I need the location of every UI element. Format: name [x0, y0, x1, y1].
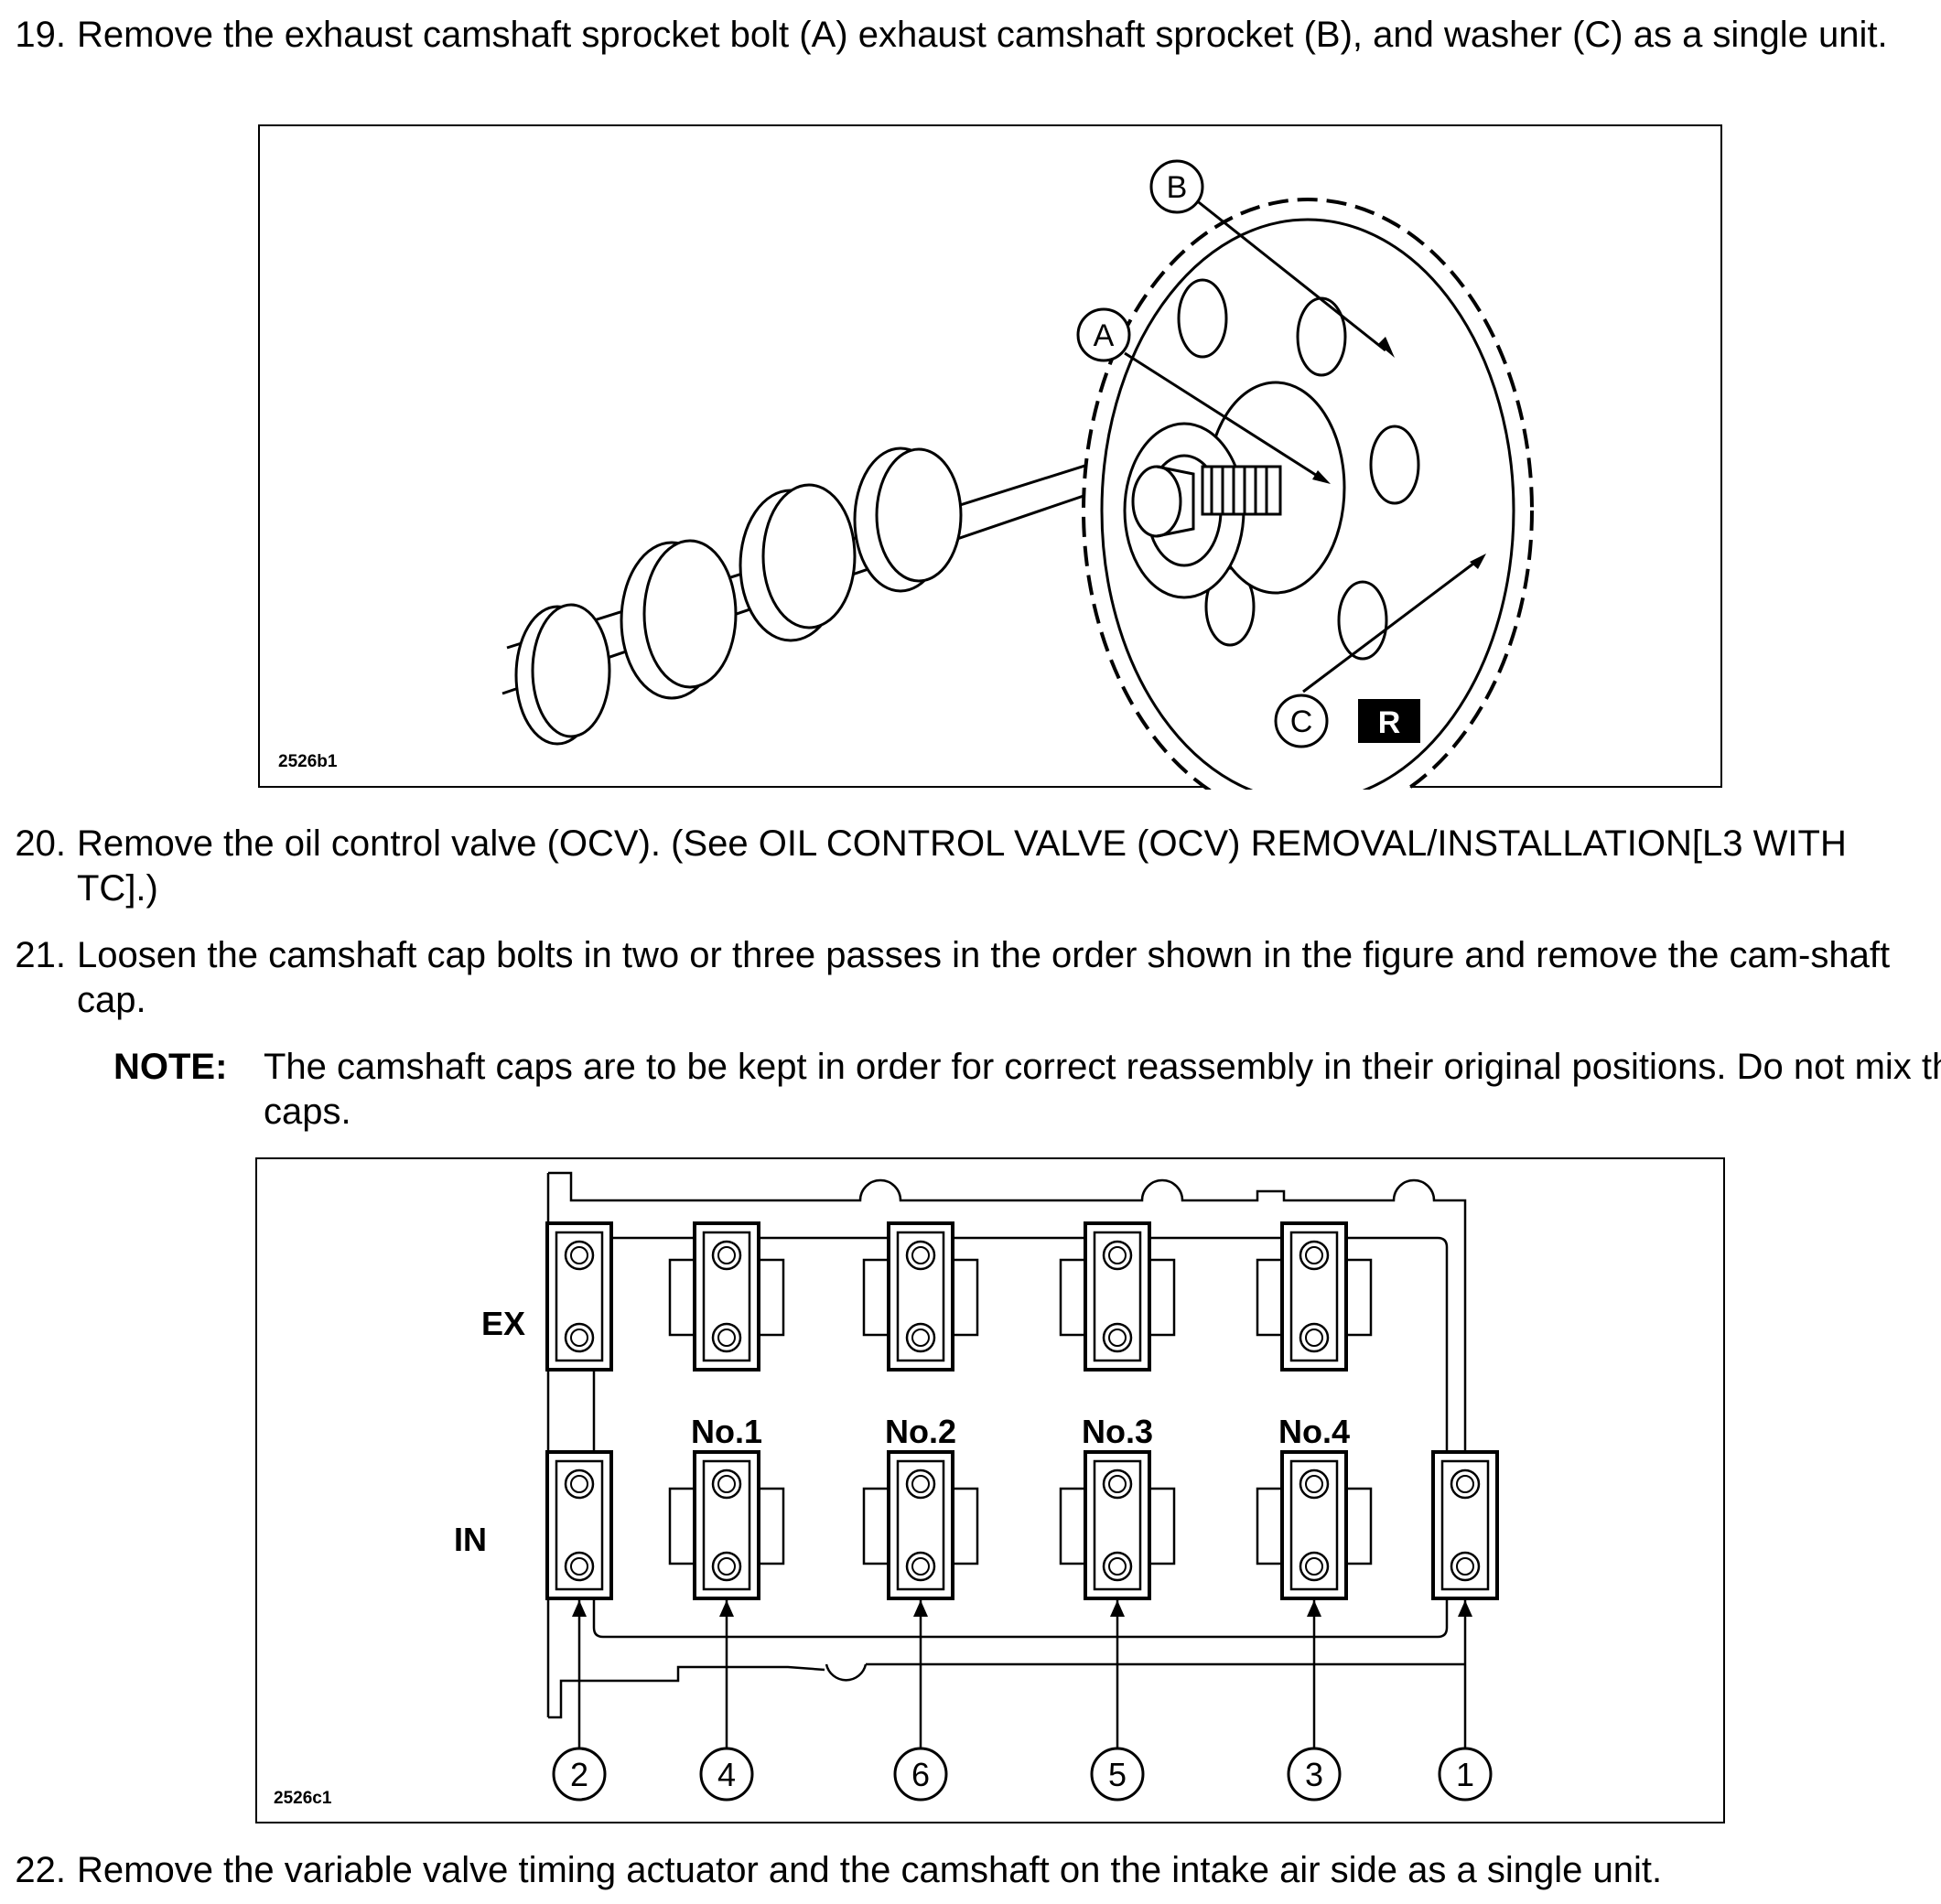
cap-bolt: [1102, 1551, 1133, 1582]
step-text: Remove the exhaust camshaft sprocket bol…: [77, 15, 1888, 55]
order-number-circle: [1090, 1747, 1145, 1802]
cap-bolt: [1299, 1551, 1330, 1582]
cap-bolt: [1299, 1468, 1330, 1500]
step-number: 20.: [15, 823, 66, 864]
callout-b: B: [1149, 159, 1204, 214]
cap-bolt: [1102, 1240, 1133, 1271]
cap-layout-diagram: 2 4 6 5 3 1 EX IN No.1 No.2 No.3 No.4: [454, 1171, 1499, 1802]
order-number-circle: [893, 1747, 948, 1802]
cap-bolt: [711, 1468, 742, 1500]
in-row-label: IN: [454, 1521, 487, 1558]
order-number: 2: [570, 1756, 588, 1793]
step-number: 21.: [15, 935, 66, 975]
ex-cap: [862, 1221, 979, 1372]
order-arrow-head: [913, 1600, 928, 1617]
order-arrow-head: [572, 1600, 587, 1617]
ex-cap: [545, 1221, 613, 1372]
order-number: 3: [1305, 1756, 1323, 1793]
in-cap: [1256, 1450, 1373, 1600]
order-number: 4: [717, 1756, 736, 1793]
cap-bolt: [1450, 1551, 1481, 1582]
leader-line-b: [1194, 198, 1386, 352]
in-cap: [862, 1450, 979, 1600]
step-text: Remove the variable valve timing actuato…: [77, 1850, 1663, 1890]
ex-cap: [1256, 1221, 1373, 1372]
cap-bolt: [711, 1322, 742, 1353]
journal-label-no2: No.2: [885, 1413, 956, 1450]
sprocket-hole: [1337, 580, 1388, 661]
cap-bolt: [564, 1322, 595, 1353]
arrow-head-b: [1378, 337, 1395, 358]
ex-cap: [668, 1221, 785, 1372]
bolt-head: [1131, 465, 1182, 538]
journal-label-no4: No.4: [1278, 1413, 1350, 1450]
step-number: 22.: [15, 1850, 66, 1890]
ex-cap: [1059, 1221, 1176, 1372]
cap-bolt: [905, 1551, 936, 1582]
cap-bolt: [1450, 1468, 1481, 1500]
cap-bolt: [905, 1322, 936, 1353]
sprocket-illustration: B A C R: [501, 159, 1534, 790]
note-label: NOTE:: [113, 1047, 228, 1087]
svg-text:B: B: [1167, 170, 1188, 205]
in-cap-row: [545, 1450, 1499, 1600]
callout-a: A: [1076, 307, 1131, 362]
cylinder-head-outline: [548, 1171, 1467, 1489]
step-text: Loosen the camshaft cap bolts in two or …: [77, 935, 1891, 1020]
svg-text:A: A: [1094, 318, 1115, 353]
order-number: 6: [911, 1756, 930, 1793]
ex-row-label: EX: [481, 1305, 525, 1342]
in-cap: [545, 1450, 613, 1600]
figure-code: 2526c1: [274, 1789, 332, 1808]
order-number-circle: [699, 1747, 754, 1802]
cap-bolt: [564, 1240, 595, 1271]
order-number: 1: [1456, 1756, 1474, 1793]
loosening-order-marks: 2 4 6 5 3 1: [552, 1598, 1493, 1802]
cap-bolt: [1102, 1322, 1133, 1353]
journal-label-no1: No.1: [691, 1413, 762, 1450]
arrow-head-c: [1470, 554, 1486, 569]
cap-loosening-order-figure: 2 4 6 5 3 1 EX IN No.1 No.2 No.3 No.4 2526c1: [255, 1157, 1725, 1823]
arrow-head-a: [1312, 470, 1331, 484]
sprocket-removal-figure: B A C R 2526b1: [258, 124, 1722, 790]
bolt-thread: [1201, 465, 1282, 516]
figure-code: 2526b1: [278, 752, 338, 771]
cap-bolt: [1102, 1468, 1133, 1500]
order-number-circle: [552, 1747, 607, 1802]
ex-cap-row: [545, 1221, 1373, 1372]
step-text: Remove the oil control valve (OCV). (See…: [77, 823, 1847, 909]
leader-line-a: [1124, 351, 1322, 480]
order-number: 5: [1108, 1756, 1127, 1793]
cap-bolt: [1299, 1322, 1330, 1353]
cap-bolt: [564, 1468, 595, 1500]
cap-bolt: [1299, 1240, 1330, 1271]
cap-bolt: [711, 1551, 742, 1582]
svg-text:R: R: [1378, 705, 1401, 740]
order-arrow-head: [1458, 1600, 1472, 1617]
callout-c: C: [1274, 694, 1329, 748]
leader-line-c: [1302, 559, 1478, 694]
order-arrow-head: [719, 1600, 734, 1617]
in-cap: [1059, 1450, 1176, 1600]
step-number: 19.: [15, 15, 66, 55]
order-arrow-head: [1110, 1600, 1125, 1617]
order-arrow-head: [1307, 1600, 1321, 1617]
cap-bolt: [711, 1240, 742, 1271]
sprocket-hole: [1177, 278, 1228, 359]
cap-bolt: [905, 1468, 936, 1500]
order-number-circle: [1287, 1747, 1342, 1802]
order-number-circle: [1438, 1747, 1493, 1802]
in-cap-front: [1431, 1450, 1499, 1600]
cap-bolt: [564, 1551, 595, 1582]
journal-label-no3: No.3: [1082, 1413, 1153, 1450]
in-cap: [668, 1450, 785, 1600]
cap-bolt: [905, 1240, 936, 1271]
note-text: The camshaft caps are to be kept in orde…: [264, 1047, 1941, 1132]
svg-text:C: C: [1290, 705, 1313, 739]
r-badge: R: [1358, 699, 1420, 743]
sprocket-hole: [1369, 425, 1420, 505]
